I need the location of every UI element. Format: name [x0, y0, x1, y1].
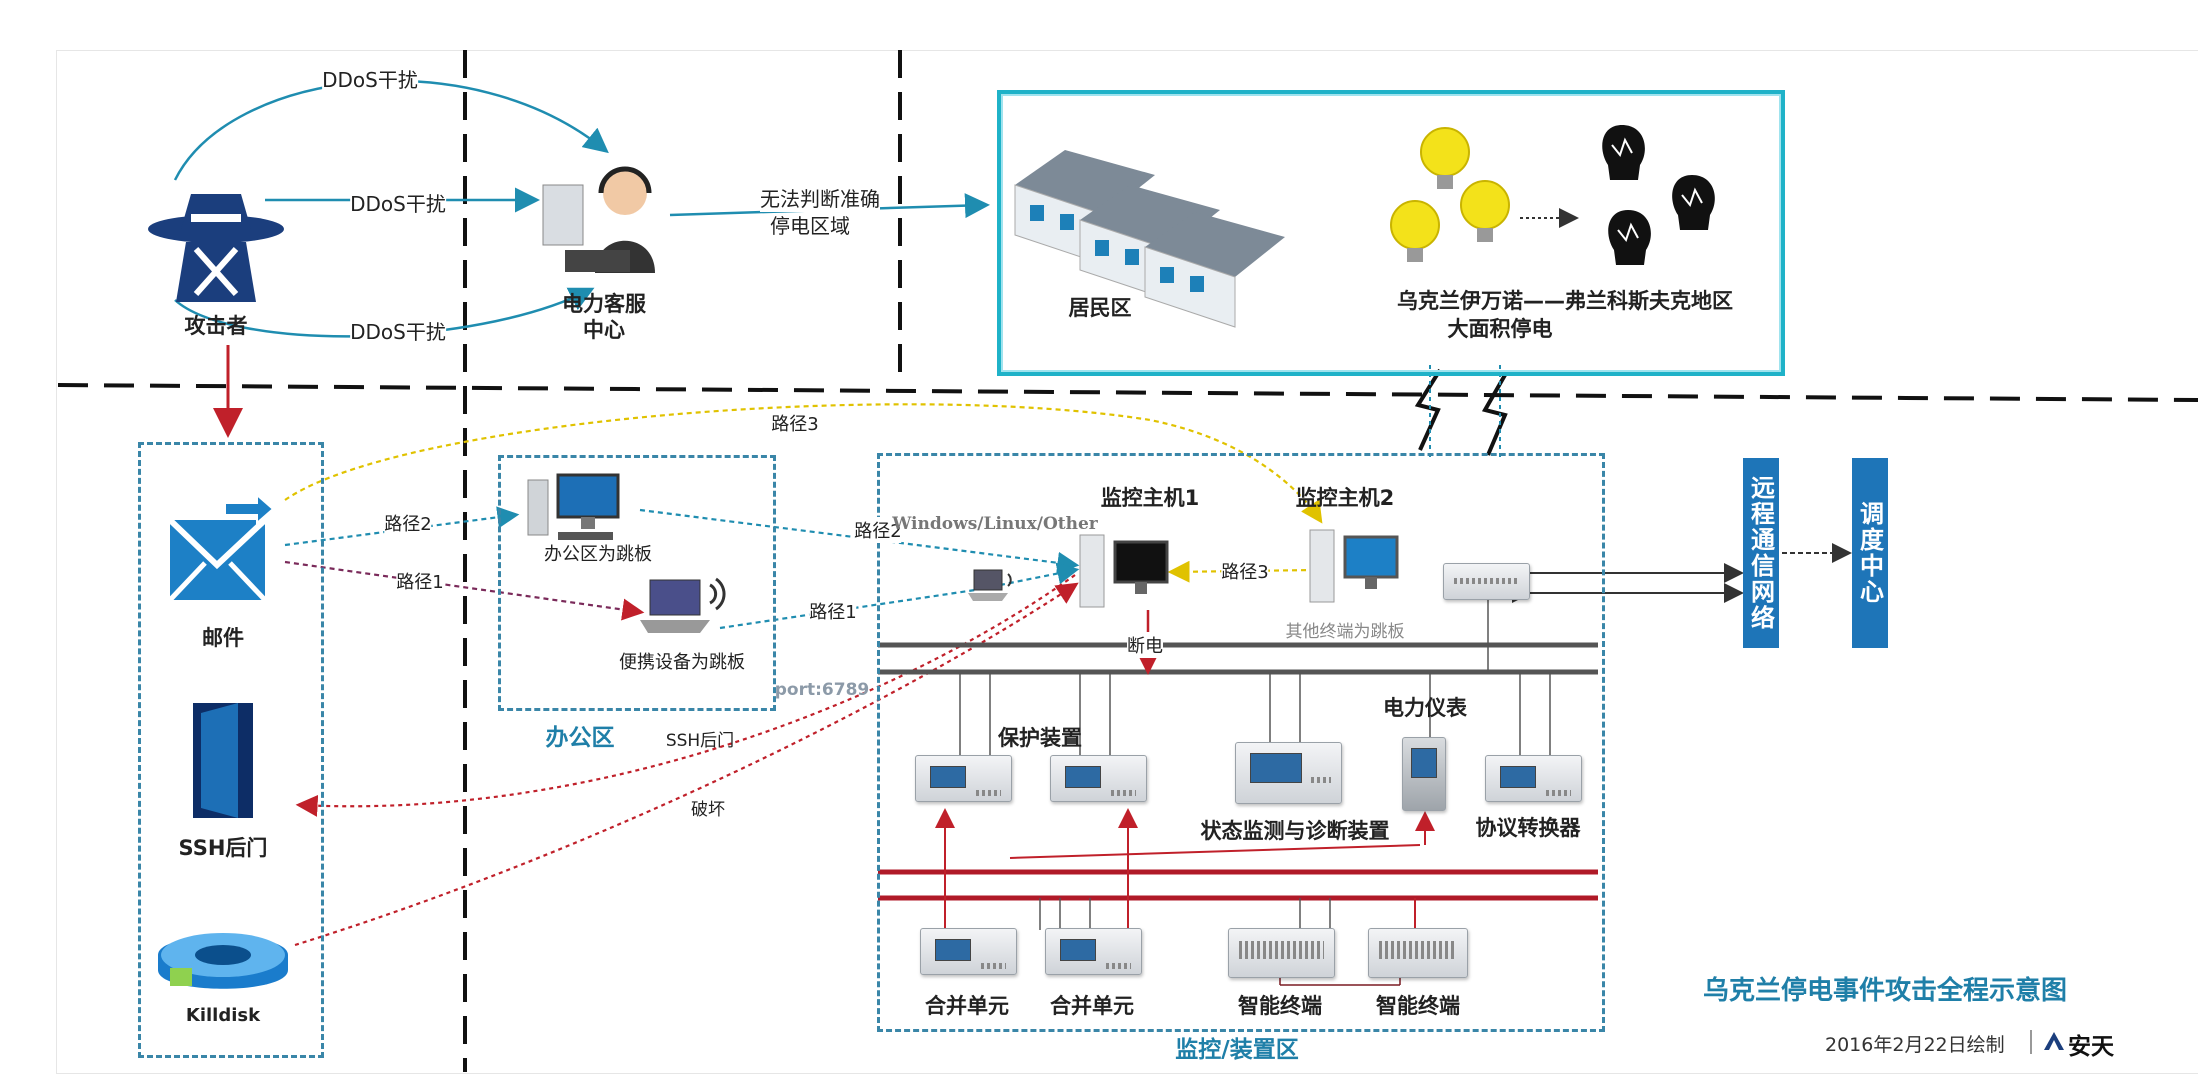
smart-terminal-device-1: [1228, 928, 1335, 978]
ddos-label-bottom: DDoS干扰: [350, 316, 446, 345]
lit-bulbs-icon: [1390, 127, 1510, 262]
service-center-label-1: 电力客服: [562, 292, 646, 316]
misjudge-label-1: 无法判断准确: [760, 183, 880, 212]
network-switch: [1443, 563, 1530, 600]
path3-label-a: 路径3: [771, 410, 819, 436]
protocol-converter-label: 协议转换器: [1475, 816, 1581, 840]
left-tools-box: [138, 442, 324, 1058]
office-springboard-label: 办公区为跳板: [544, 544, 652, 565]
dispatch-center-box: 调度中心: [1852, 458, 1888, 648]
service-center-label-2: 中心: [583, 318, 625, 342]
host2-computer-icon: [1309, 529, 1399, 603]
path1-label-a: 路径1: [396, 568, 444, 594]
smart-terminal-label-2: 智能终端: [1376, 994, 1460, 1018]
misjudge-label-2: 停电区域: [770, 214, 850, 238]
destroy-label: 破坏: [691, 800, 725, 820]
attacker-icon: [148, 194, 284, 302]
portable-springboard-label: 便携设备为跳板: [619, 652, 745, 673]
path3-label-b: 路径3: [1221, 558, 1269, 584]
remote-network-box: 远程通信网络: [1743, 458, 1779, 648]
outage-panel: [997, 90, 1785, 376]
door-icon: [193, 703, 253, 818]
path2-label-a: 路径2: [384, 510, 432, 536]
host2-label: 监控主机2: [1295, 486, 1395, 510]
residential-houses-icon: [1014, 150, 1285, 328]
ddos-label-mid: DDoS干扰: [350, 188, 446, 217]
office-zone-box: [498, 455, 776, 711]
divider-h: [57, 383, 2198, 402]
host1-computer-icon: [1079, 534, 1169, 608]
ddos-label-top: DDoS干扰: [322, 64, 418, 93]
diagram-title: 乌克兰停电事件攻击全程示意图: [1703, 976, 2068, 1006]
killdisk-icon: [158, 933, 288, 989]
laptop-icon: [640, 577, 726, 633]
protocol-converter-device: [1485, 755, 1582, 802]
footer-separator: [2030, 1030, 2032, 1054]
lightning-2: [1481, 374, 1508, 456]
host1-label: 监控主机1: [1100, 486, 1200, 510]
merge-unit-label-1: 合并单元: [925, 994, 1009, 1018]
brand-name: 安天: [2068, 1034, 2114, 1060]
merge-unit-device-1: [920, 928, 1017, 975]
control-zone-label: 监控/装置区: [1175, 1037, 1299, 1063]
control-zone-box: [877, 453, 1605, 1032]
path1-line-b2: [999, 562, 1080, 587]
ssh-curve: [295, 574, 1076, 817]
attacker-label: 攻击者: [184, 314, 248, 338]
other-terminal-label: 其他终端为跳板: [1285, 622, 1405, 642]
credit-text: 2016年2月22日绘制: [1825, 1034, 2005, 1056]
merge-unit-device-2: [1045, 928, 1142, 975]
outage-label-1: 乌克兰伊万诺——弗兰科斯夫克地区: [1397, 289, 1733, 313]
path1-line-a: [284, 560, 645, 621]
port-label: port:6789: [774, 680, 870, 700]
protection-label: 保护装置: [998, 726, 1082, 750]
office-zone-label: 办公区: [545, 725, 615, 751]
os-label: Windows/Linux/Other: [892, 514, 1098, 534]
killdisk-label: Killdisk: [185, 1005, 261, 1026]
ssh-link-label: SSH后门: [665, 731, 735, 751]
smart-terminal-label-1: 智能终端: [1238, 994, 1322, 1018]
path3-line: [284, 403, 1323, 524]
small-laptop-icon: [968, 569, 1012, 601]
status-monitor-device: [1235, 742, 1342, 804]
ssh-backdoor-label: SSH后门: [178, 836, 268, 860]
path2-label-b: 路径2: [854, 517, 902, 543]
outage-label-2: 大面积停电: [1447, 317, 1553, 341]
merge-unit-label-2: 合并单元: [1050, 994, 1134, 1018]
power-meter-device: [1402, 737, 1446, 811]
path3-line-b: [1167, 560, 1316, 583]
status-monitor-label: 状态监测与诊断装置: [1200, 819, 1390, 843]
protection-device-1: [915, 755, 1012, 802]
mail-label: 邮件: [202, 626, 244, 650]
customer-service-icon: [542, 166, 655, 273]
power-cut-label: 断电: [1127, 632, 1163, 658]
mail-icon: [167, 495, 275, 602]
path1-label-b: 路径1: [809, 598, 857, 624]
residential-label: 居民区: [1068, 296, 1132, 320]
protection-device-2: [1050, 755, 1147, 802]
broken-bulbs-icon: [1602, 125, 1715, 265]
meter-label: 电力仪表: [1383, 696, 1467, 720]
brand-logo-icon: [2044, 1032, 2064, 1050]
office-pc-icon: [527, 473, 620, 540]
smart-terminal-device-2: [1368, 928, 1468, 978]
destroy-curve: [294, 582, 1079, 947]
